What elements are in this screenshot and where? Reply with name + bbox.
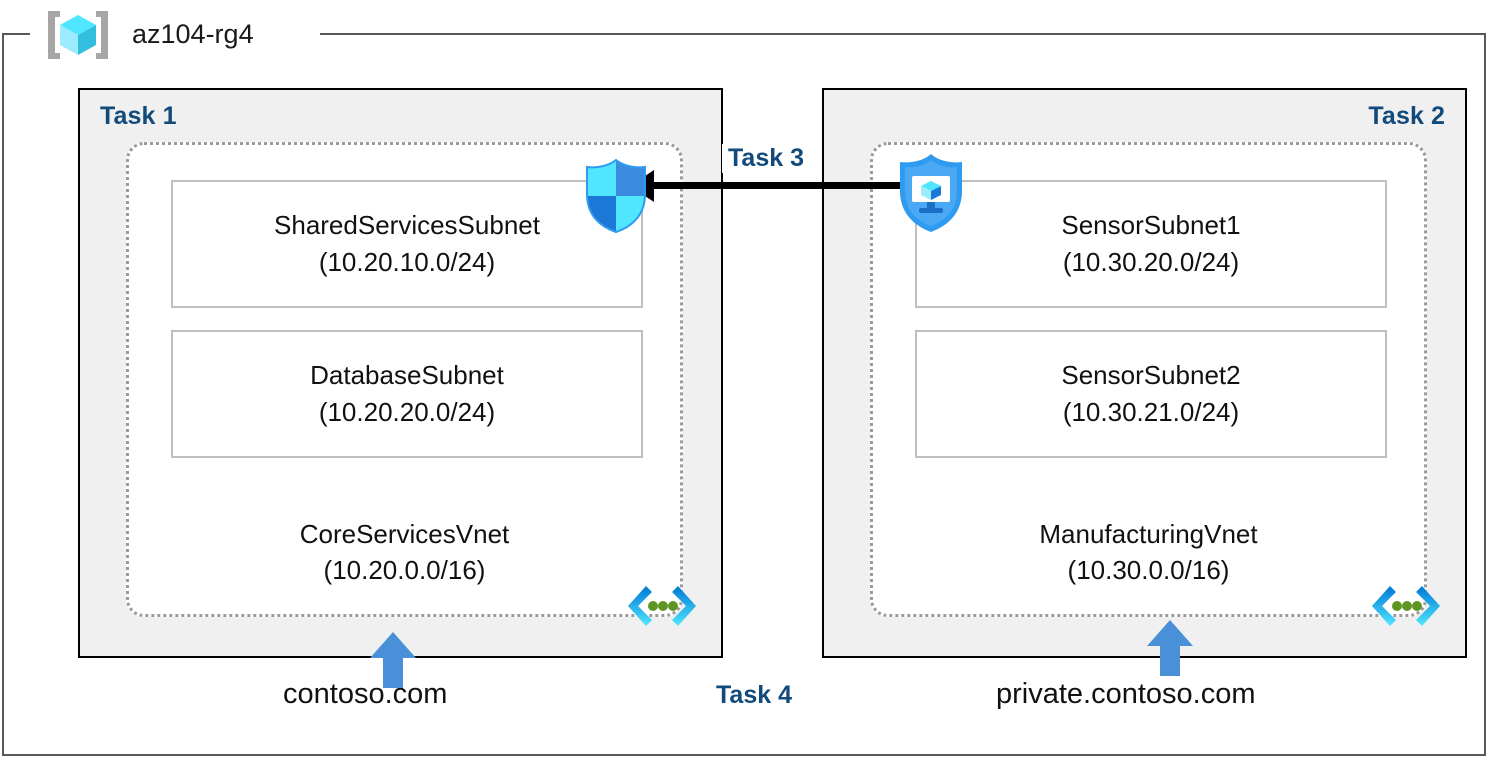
security-shield-icon	[583, 158, 649, 234]
azure-resource-group-cube-icon	[44, 7, 112, 63]
task-panel-1: Task 1 SharedServicesSubnet (10.20.10.0/…	[78, 88, 723, 658]
vm-shield-icon	[895, 152, 967, 234]
subnet-name: SensorSubnet1	[1061, 210, 1241, 240]
vnet-code-brackets-icon	[626, 580, 698, 632]
dns-zone-private-contoso: private.contoso.com	[996, 678, 1256, 710]
vnet-label-group: CoreServicesVnet (10.20.0.0/16)	[129, 516, 680, 588]
vnet-cidr: (10.20.0.0/16)	[323, 555, 486, 585]
peering-arrow-shaft	[648, 182, 904, 189]
resource-group-name: az104-rg4	[132, 19, 254, 49]
vnet-manufacturing: SensorSubnet1 (10.30.20.0/24) SensorSubn…	[870, 142, 1440, 626]
subnet-database: DatabaseSubnet (10.20.20.0/24)	[171, 330, 643, 458]
vnet-cidr: (10.30.0.0/16)	[1067, 555, 1230, 585]
subnet-shared-services: SharedServicesSubnet (10.20.10.0/24)	[171, 180, 643, 308]
subnet-name: SensorSubnet2	[1061, 360, 1241, 390]
vnet-name: CoreServicesVnet	[299, 519, 510, 549]
vnet-label-group: ManufacturingVnet (10.30.0.0/16)	[873, 516, 1424, 588]
task-1-label: Task 1	[100, 102, 177, 130]
subnet-sensor-1: SensorSubnet1 (10.30.20.0/24)	[915, 180, 1387, 308]
subnet-name: SharedServicesSubnet	[274, 210, 540, 240]
subnet-cidr: (10.30.21.0/24)	[1062, 397, 1240, 427]
subnet-sensor-2: SensorSubnet2 (10.30.21.0/24)	[915, 330, 1387, 458]
vnet-code-brackets-icon	[1370, 580, 1442, 632]
dns-zone-contoso: contoso.com	[283, 678, 448, 710]
subnet-name: DatabaseSubnet	[310, 360, 504, 390]
vnet-name: ManufacturingVnet	[1039, 519, 1258, 549]
subnet-cidr: (10.20.20.0/24)	[318, 397, 496, 427]
resource-group-frame	[2, 33, 1486, 756]
subnet-cidr: (10.30.20.0/24)	[1062, 247, 1240, 277]
task-3-label: Task 3	[722, 144, 810, 173]
subnet-cidr: (10.20.10.0/24)	[318, 247, 496, 277]
vnet-core-services: SharedServicesSubnet (10.20.10.0/24) Dat…	[126, 142, 696, 626]
task-2-label: Task 2	[1368, 102, 1445, 130]
task-4-label: Task 4	[716, 681, 792, 709]
